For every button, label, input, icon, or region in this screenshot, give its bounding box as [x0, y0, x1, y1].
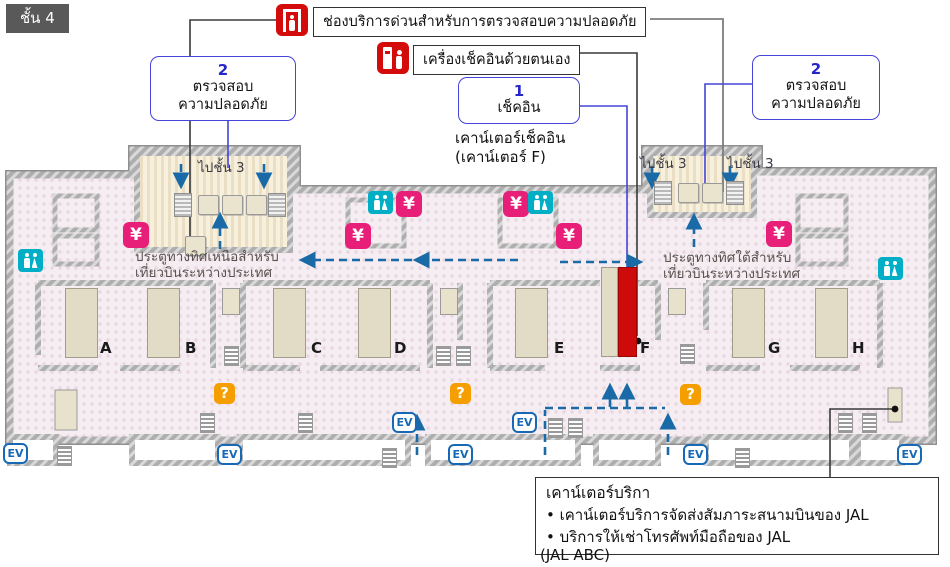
currency-exchange-icon: ¥ [123, 222, 149, 248]
stairs-icon [548, 418, 563, 438]
step2-security-callout-right: 2 ตรวจสอบ ความปลอดภัย [752, 55, 880, 120]
elevator-icon: EV [448, 444, 473, 465]
counter-label: B [185, 339, 197, 357]
stairs-icon [680, 344, 695, 364]
escalator-icon [174, 193, 192, 217]
self-checkin-label: เครื่องเช็คอินด้วยตนเอง [413, 45, 581, 75]
checkin-counter [815, 288, 848, 358]
fast-track-security-icon [276, 4, 308, 36]
caption-line1: เคาน์เตอร์เช็คอิน [455, 129, 566, 147]
service-item2: • บริการให้เช่าโทรศัพท์มือถือของ JAL [546, 527, 791, 546]
escalator-icon [268, 193, 286, 217]
currency-exchange-icon: ¥ [345, 223, 371, 249]
elevator-icon: EV [3, 443, 28, 464]
south-gate-line1: ประตูทางทิศใต้สำหรับ [663, 250, 792, 266]
elevator-icon: EV [512, 412, 537, 433]
currency-exchange-icon: ¥ [766, 221, 792, 247]
counter-label: A [100, 339, 112, 357]
security-gate-icon [198, 195, 219, 215]
service-footnote: (JAL ABC) [540, 546, 611, 564]
currency-exchange-icon: ¥ [556, 223, 582, 249]
counter-label: E [554, 339, 565, 357]
elevator-icon: EV [897, 444, 922, 465]
step1-label: เช็คอิน [497, 100, 541, 117]
counter-label: F [640, 339, 651, 357]
security-gate-icon [185, 236, 206, 256]
stairs-icon [200, 413, 215, 433]
security-gate-icon [678, 183, 699, 203]
checkin-counter-caption: เคาน์เตอร์เช็คอิน (เคาน์เตอร์ F) [455, 129, 565, 167]
stairs-icon [298, 413, 313, 433]
checkin-counter-f [601, 267, 618, 357]
fast-track-label: ช่องบริการด่วนสำหรับการตรวจสอบความปลอดภั… [313, 7, 647, 37]
north-gate-line2: เที่ยวบินระหว่างประเทศ [135, 265, 273, 282]
south-gate-line2: เที่ยวบินระหว่างประเทศ [663, 266, 801, 283]
stairs-icon [735, 448, 750, 468]
step2-security-callout-left: 2 ตรวจสอบ ความปลอดภัย [150, 56, 296, 121]
counter-label: C [311, 339, 323, 357]
stairs-icon [568, 418, 583, 438]
service-title: เคาน์เตอร์บริกา [546, 484, 651, 502]
elevator-icon: EV [683, 444, 708, 465]
information-icon: ? [214, 383, 235, 404]
toilet-icon [18, 249, 43, 272]
toilet-icon [878, 257, 903, 280]
entrance-booth [222, 288, 240, 315]
currency-exchange-icon: ¥ [503, 191, 529, 217]
counter-label: G [768, 339, 781, 357]
step2-line2: ความปลอดภัย [771, 95, 861, 112]
self-checkin-kiosk-icon [377, 42, 409, 74]
step2-line1: ตรวจสอบ [785, 78, 847, 95]
checkin-counter [358, 288, 391, 358]
security-gate-icon [222, 195, 243, 215]
toilet-icon [528, 191, 553, 214]
checkin-counter [515, 288, 548, 358]
stairs-icon [456, 346, 471, 366]
go-floor3-label: ไปชั้น 3 [198, 160, 245, 176]
elevator-icon: EV [217, 444, 242, 465]
north-gate-text: ประตูทางทิศเหนือสำหรับ เที่ยวบินระหว่างป… [135, 249, 279, 281]
stairs-icon [862, 413, 877, 433]
checkin-counter [273, 288, 306, 358]
step1-number: 1 [513, 82, 525, 100]
step2-line2: ความปลอดภัย [178, 96, 268, 113]
security-gate-icon [702, 183, 723, 203]
stairs-icon [224, 346, 239, 366]
checkin-counter [147, 288, 180, 358]
toilet-icon [368, 191, 393, 214]
security-gate-icon [246, 195, 267, 215]
currency-exchange-icon: ¥ [396, 191, 422, 217]
stairs-icon [436, 346, 451, 366]
information-icon: ? [450, 383, 471, 404]
service-item1: • เคาน์เตอร์บริการจัดส่งสัมภาระสนามบินขอ… [546, 505, 869, 524]
counter-label: D [394, 339, 407, 357]
entrance-booth [440, 288, 458, 315]
checkin-counter [65, 288, 98, 358]
caption-line2: (เคาน์เตอร์ F) [455, 147, 546, 166]
go-floor3-label: ไปชั้น 3 [727, 156, 774, 172]
step1-checkin-callout: 1 เช็คอิน [458, 77, 580, 124]
stairs-icon [382, 448, 397, 468]
step2-number: 2 [810, 60, 822, 78]
information-icon: ? [680, 384, 701, 405]
counter-label: H [852, 339, 865, 357]
step2-line1: ตรวจสอบ [192, 79, 254, 96]
stairs-icon [57, 446, 72, 466]
checkin-counter [732, 288, 765, 358]
step2-number: 2 [217, 61, 229, 79]
entrance-booth [668, 288, 686, 315]
stairs-icon [838, 413, 853, 433]
floor-badge: ชั้น 4 [6, 4, 69, 33]
service-counter-callout: เคาน์เตอร์บริกา • เคาน์เตอร์บริการจัดส่ง… [535, 477, 939, 556]
go-floor3-label: ไปชั้น 3 [640, 156, 687, 172]
south-gate-text: ประตูทางทิศใต้สำหรับ เที่ยวบินระหว่างประ… [663, 250, 800, 282]
north-gate-line1: ประตูทางทิศเหนือสำหรับ [135, 249, 279, 265]
